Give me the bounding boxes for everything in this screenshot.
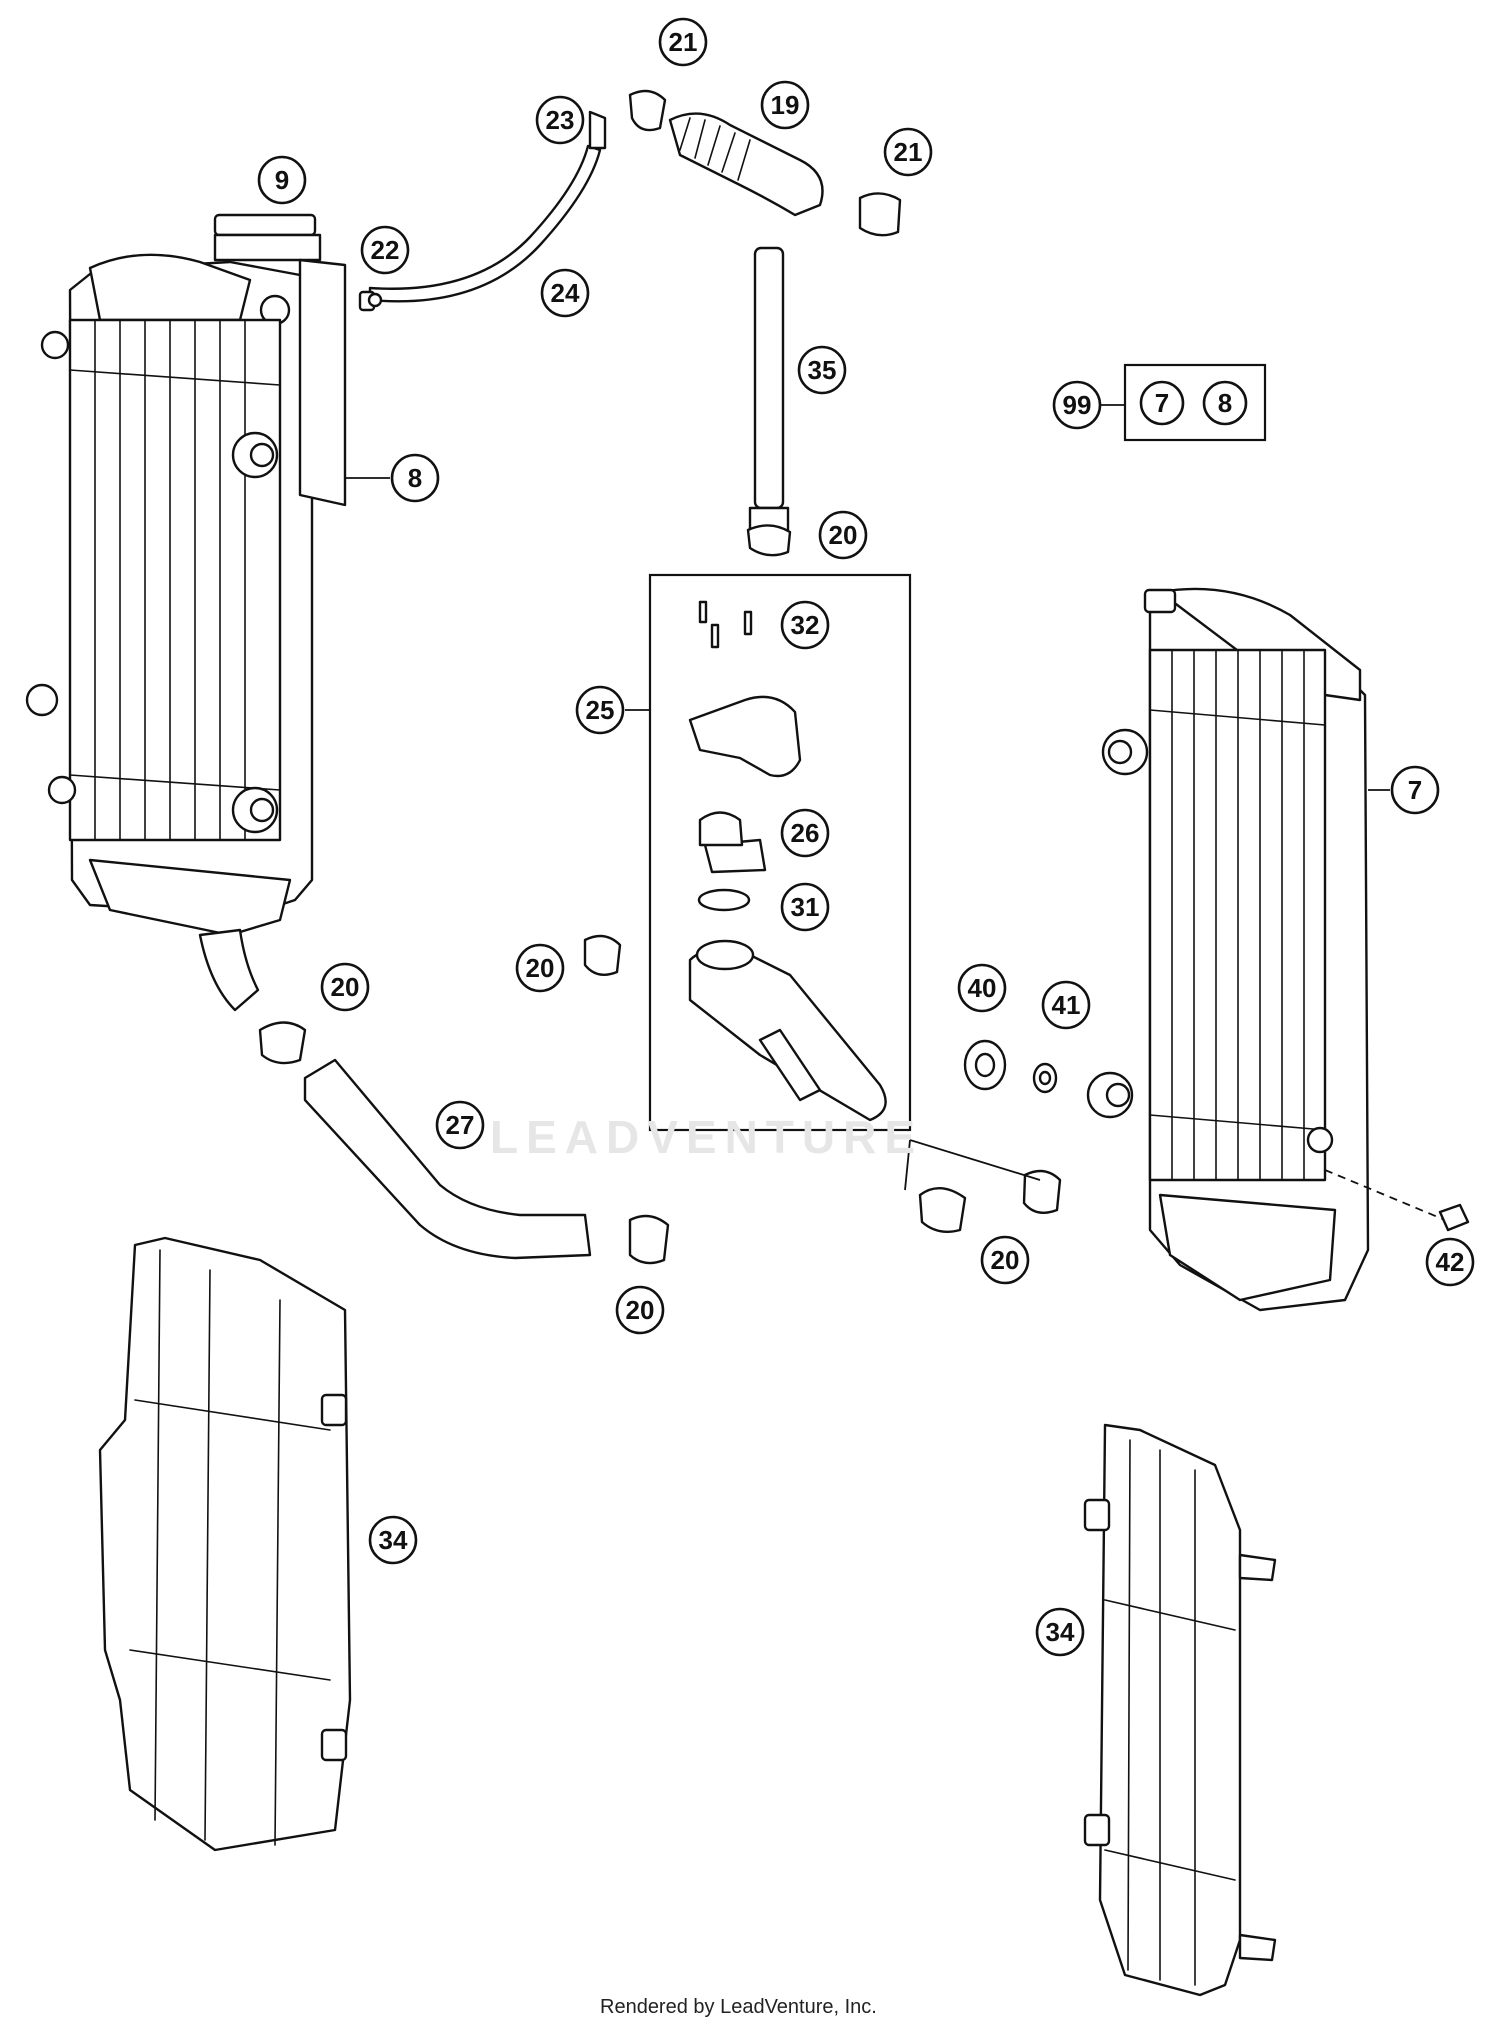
svg-text:20: 20 xyxy=(829,520,858,550)
svg-text:34: 34 xyxy=(379,1525,408,1555)
callout-25: 25 xyxy=(575,685,625,735)
callout-20-mid: 20 xyxy=(515,943,565,993)
callout-27: 27 xyxy=(435,1100,485,1150)
upper-hose-assembly xyxy=(628,89,902,237)
callout-40: 40 xyxy=(957,963,1007,1013)
callout-32: 32 xyxy=(780,600,830,650)
svg-text:20: 20 xyxy=(626,1295,655,1325)
svg-text:24: 24 xyxy=(551,278,580,308)
svg-text:21: 21 xyxy=(669,27,698,57)
callout-34-right: 34 xyxy=(1035,1607,1085,1657)
callout-99: 99 xyxy=(1052,380,1102,430)
svg-text:32: 32 xyxy=(791,610,820,640)
svg-text:23: 23 xyxy=(546,105,575,135)
svg-text:20: 20 xyxy=(331,972,360,1002)
svg-text:21: 21 xyxy=(894,137,923,167)
right-radiator xyxy=(1086,587,1470,1312)
overflow-hose xyxy=(358,110,607,312)
callout-23: 23 xyxy=(535,95,585,145)
svg-text:8: 8 xyxy=(1218,388,1232,418)
callout-41: 41 xyxy=(1041,980,1091,1030)
svg-text:26: 26 xyxy=(791,818,820,848)
callout-21-right: 21 xyxy=(883,127,933,177)
svg-text:40: 40 xyxy=(968,973,997,1003)
callout-20-lower-right: 20 xyxy=(980,1235,1030,1285)
svg-text:99: 99 xyxy=(1063,390,1092,420)
svg-text:34: 34 xyxy=(1046,1617,1075,1647)
lower-hose xyxy=(303,1058,592,1260)
left-shroud xyxy=(98,1236,352,1852)
callout-20-left: 20 xyxy=(320,962,370,1012)
svg-text:7: 7 xyxy=(1408,775,1422,805)
svg-text:7: 7 xyxy=(1155,388,1169,418)
callout-20-pipe: 20 xyxy=(818,510,868,560)
svg-text:41: 41 xyxy=(1052,990,1081,1020)
left-radiator xyxy=(25,213,347,1012)
footer-credit: Rendered by LeadVenture, Inc. xyxy=(600,1996,877,2018)
callout-35: 35 xyxy=(797,345,847,395)
callout-42: 42 xyxy=(1425,1237,1475,1287)
svg-text:20: 20 xyxy=(526,953,555,983)
svg-text:22: 22 xyxy=(371,235,400,265)
callout-kit-7: 7 xyxy=(1139,380,1185,426)
callout-8: 8 xyxy=(390,453,440,503)
svg-text:31: 31 xyxy=(791,892,820,922)
callout-24: 24 xyxy=(540,268,590,318)
right-shroud xyxy=(1083,1423,1277,1997)
kit-box xyxy=(1100,363,1267,442)
callout-21-top: 21 xyxy=(658,17,708,67)
svg-text:27: 27 xyxy=(446,1110,475,1140)
coolant-pipe xyxy=(746,246,792,557)
svg-text:20: 20 xyxy=(991,1245,1020,1275)
svg-text:19: 19 xyxy=(771,90,800,120)
svg-text:25: 25 xyxy=(586,695,615,725)
callout-kit-8: 8 xyxy=(1202,380,1248,426)
callout-26: 26 xyxy=(780,808,830,858)
callout-7: 7 xyxy=(1390,765,1440,815)
callout-19: 19 xyxy=(760,80,810,130)
seal-and-washer xyxy=(963,1039,1058,1094)
callout-34-left: 34 xyxy=(368,1515,418,1565)
thermostat-group xyxy=(625,573,912,1132)
svg-text:9: 9 xyxy=(275,165,289,195)
svg-text:35: 35 xyxy=(808,355,837,385)
watermark: LEADVENTURE xyxy=(490,1111,924,1163)
callout-20-bottom: 20 xyxy=(615,1285,665,1335)
svg-text:42: 42 xyxy=(1436,1247,1465,1277)
callout-9: 9 xyxy=(257,155,307,205)
leader-lines xyxy=(345,477,1390,1191)
svg-text:8: 8 xyxy=(408,463,422,493)
hose-clamps xyxy=(258,934,1062,1265)
callout-31: 31 xyxy=(780,882,830,932)
callout-22: 22 xyxy=(360,225,410,275)
